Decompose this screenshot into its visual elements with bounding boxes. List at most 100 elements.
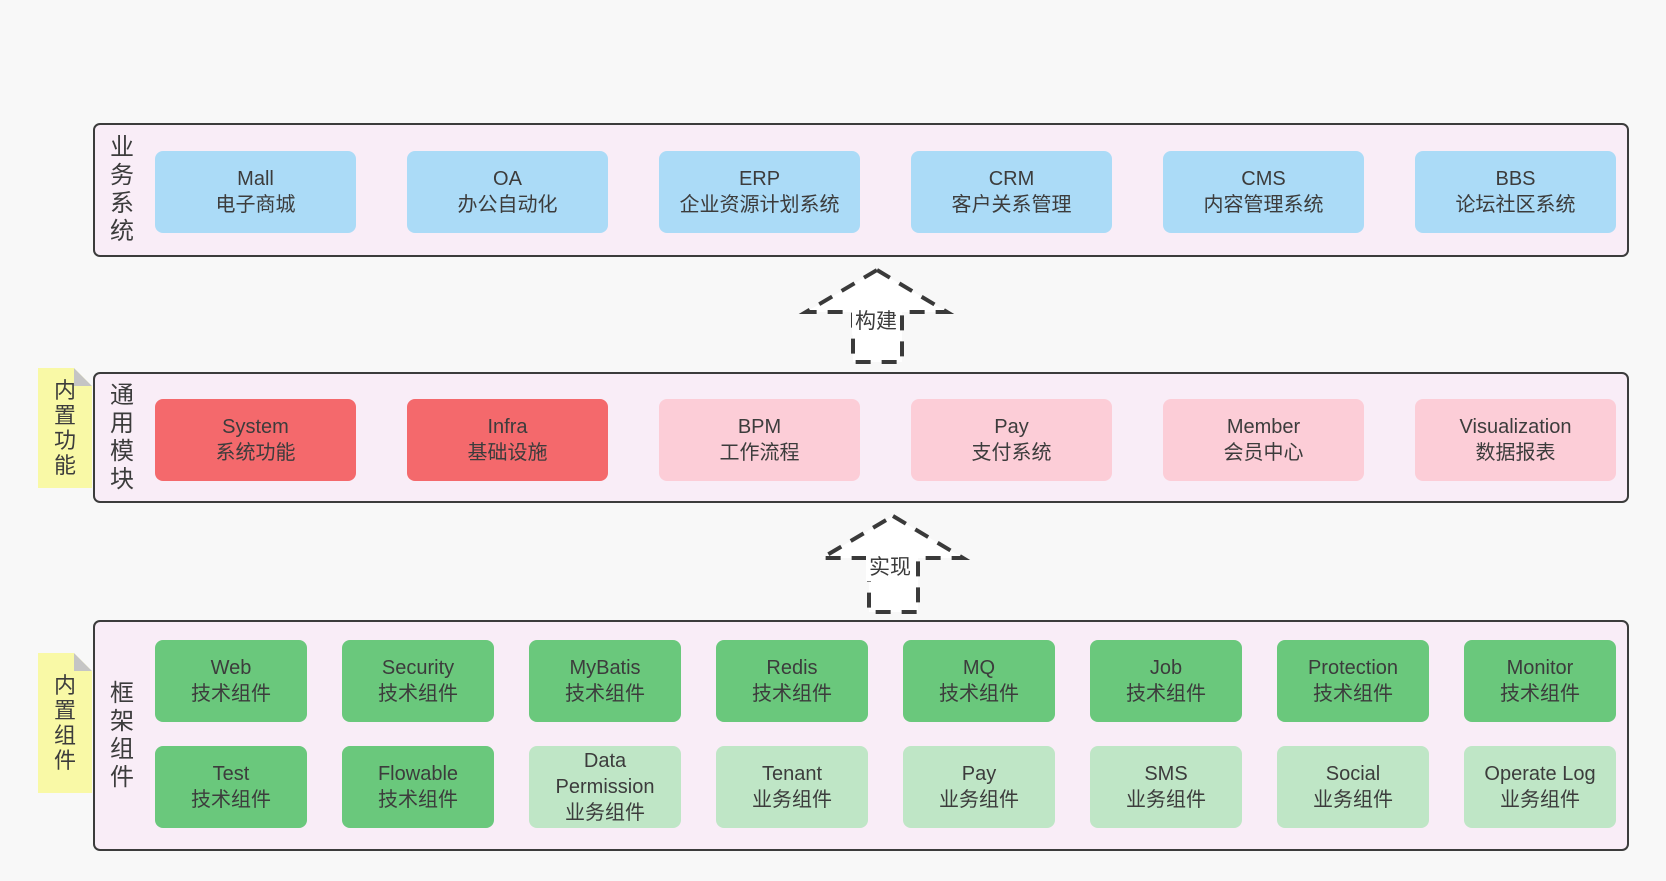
- box-subtitle: 数据报表: [1475, 442, 1556, 464]
- box-web: Web 技术组件: [155, 640, 307, 722]
- box-title: System: [222, 416, 289, 438]
- box-title: Data Permission: [555, 750, 655, 798]
- box-subtitle: 技术组件: [752, 683, 832, 705]
- sticky-note-text: 内置组件: [53, 673, 76, 773]
- box-title: Member: [1226, 416, 1301, 438]
- layer-label-text: 业务系统: [110, 134, 134, 245]
- box-social: Social 业务组件: [1277, 746, 1429, 828]
- sticky-note-text: 内置功能: [53, 378, 76, 478]
- box-subtitle: 内容管理系统: [1203, 194, 1324, 216]
- box-redis: Redis 技术组件: [716, 640, 868, 722]
- box-subtitle: 客户关系管理: [951, 194, 1072, 216]
- box-title: Job: [1149, 657, 1183, 679]
- box-member: Member 会员中心: [1163, 399, 1364, 481]
- box-title: Mall: [237, 168, 274, 190]
- box-pay-system: Pay 支付系统: [911, 399, 1112, 481]
- box-subtitle: 技术组件: [565, 683, 645, 705]
- box-erp: ERP 企业资源计划系统: [659, 151, 860, 233]
- box-protection: Protection 技术组件: [1277, 640, 1429, 722]
- box-subtitle: 技术组件: [939, 683, 1019, 705]
- box-title: Web: [210, 657, 252, 679]
- layer-common-modules: 通用模块 System 系统功能 Infra 基础设施 BPM 工作流程 Pay…: [93, 372, 1629, 503]
- box-subtitle: 业务组件: [1500, 789, 1580, 811]
- box-subtitle: 会员中心: [1223, 442, 1304, 464]
- box-title: ERP: [738, 168, 781, 190]
- box-crm: CRM 客户关系管理: [911, 151, 1112, 233]
- box-bpm: BPM 工作流程: [659, 399, 860, 481]
- layer-modules-label: 通用模块: [105, 374, 139, 501]
- box-title: Visualization: [1459, 416, 1572, 438]
- box-bbs: BBS 论坛社区系统: [1415, 151, 1616, 233]
- box-subtitle: 系统功能: [215, 442, 296, 464]
- layer-label-text: 框架组件: [110, 679, 134, 791]
- box-subtitle: 技术组件: [378, 789, 458, 811]
- box-title: CMS: [1241, 168, 1286, 190]
- box-title: BBS: [1495, 168, 1536, 190]
- layer-framework-label: 框架组件: [105, 622, 139, 849]
- box-title: MyBatis: [569, 657, 641, 679]
- box-subtitle: 论坛社区系统: [1455, 194, 1576, 216]
- box-subtitle: 基础设施: [467, 442, 548, 464]
- box-subtitle: 业务组件: [1313, 789, 1393, 811]
- box-system: System 系统功能: [155, 399, 356, 481]
- box-subtitle: 办公自动化: [457, 194, 558, 216]
- box-subtitle: 技术组件: [1500, 683, 1580, 705]
- box-subtitle: 企业资源计划系统: [679, 194, 840, 216]
- box-subtitle: 业务组件: [1126, 789, 1206, 811]
- box-subtitle: 技术组件: [1126, 683, 1206, 705]
- box-job: Job 技术组件: [1090, 640, 1242, 722]
- box-title: Protection: [1307, 657, 1399, 679]
- box-subtitle: 业务组件: [939, 789, 1019, 811]
- box-mybatis: MyBatis 技术组件: [529, 640, 681, 722]
- layer-label-text: 通用模块: [110, 381, 134, 493]
- box-test: Test 技术组件: [155, 746, 307, 828]
- box-title: Operate Log: [1484, 763, 1596, 785]
- box-subtitle: 电子商城: [215, 194, 296, 216]
- box-subtitle: 业务组件: [752, 789, 832, 811]
- box-visualization: Visualization 数据报表: [1415, 399, 1616, 481]
- box-title: Flowable: [377, 763, 459, 785]
- box-title: Tenant: [761, 763, 823, 785]
- modules-boxes-row: System 系统功能 Infra 基础设施 BPM 工作流程 Pay 支付系统…: [155, 399, 1616, 481]
- box-data-permission: Data Permission 业务组件: [529, 746, 681, 828]
- build-arrow-label: 构建: [852, 309, 900, 335]
- box-subtitle: 业务组件: [565, 802, 645, 824]
- sticky-note-built-in-components: 内置组件: [38, 653, 92, 793]
- layer-business-systems: 业务系统 Mall 电子商城 OA 办公自动化 ERP 企业资源计划系统 CRM…: [93, 123, 1629, 257]
- box-subtitle: 技术组件: [191, 789, 271, 811]
- box-flowable: Flowable 技术组件: [342, 746, 494, 828]
- box-oa: OA 办公自动化: [407, 151, 608, 233]
- business-boxes-row: Mall 电子商城 OA 办公自动化 ERP 企业资源计划系统 CRM 客户关系…: [155, 151, 1616, 233]
- box-mall: Mall 电子商城: [155, 151, 356, 233]
- box-mq: MQ 技术组件: [903, 640, 1055, 722]
- box-monitor: Monitor 技术组件: [1464, 640, 1616, 722]
- box-title: Pay: [994, 416, 1029, 438]
- box-subtitle: 技术组件: [1313, 683, 1393, 705]
- folded-corner: [74, 653, 92, 671]
- box-title: Monitor: [1506, 657, 1574, 679]
- box-subtitle: 技术组件: [191, 683, 271, 705]
- box-title: Security: [381, 657, 455, 679]
- box-infra: Infra 基础设施: [407, 399, 608, 481]
- box-title: Social: [1325, 763, 1381, 785]
- box-title: Test: [212, 763, 250, 785]
- framework-boxes-row-1: Web 技术组件 Security 技术组件 MyBatis 技术组件 Redi…: [155, 640, 1616, 722]
- box-title: MQ: [962, 657, 996, 679]
- box-subtitle: 工作流程: [719, 442, 800, 464]
- box-security: Security 技术组件: [342, 640, 494, 722]
- box-title: OA: [493, 168, 522, 190]
- box-subtitle: 技术组件: [378, 683, 458, 705]
- box-pay-business: Pay 业务组件: [903, 746, 1055, 828]
- box-title: Pay: [961, 763, 997, 785]
- folded-corner: [74, 368, 92, 386]
- box-title: Redis: [766, 657, 818, 679]
- sticky-note-built-in-features: 内置功能: [38, 368, 92, 488]
- implement-arrow-label: 实现: [866, 555, 914, 581]
- box-title: SMS: [1144, 763, 1188, 785]
- layer-framework-components: 框架组件 Web 技术组件 Security 技术组件 MyBatis 技术组件…: [93, 620, 1629, 851]
- box-title: BPM: [737, 416, 782, 438]
- box-subtitle: 支付系统: [971, 442, 1052, 464]
- box-operate-log: Operate Log 业务组件: [1464, 746, 1616, 828]
- box-cms: CMS 内容管理系统: [1163, 151, 1364, 233]
